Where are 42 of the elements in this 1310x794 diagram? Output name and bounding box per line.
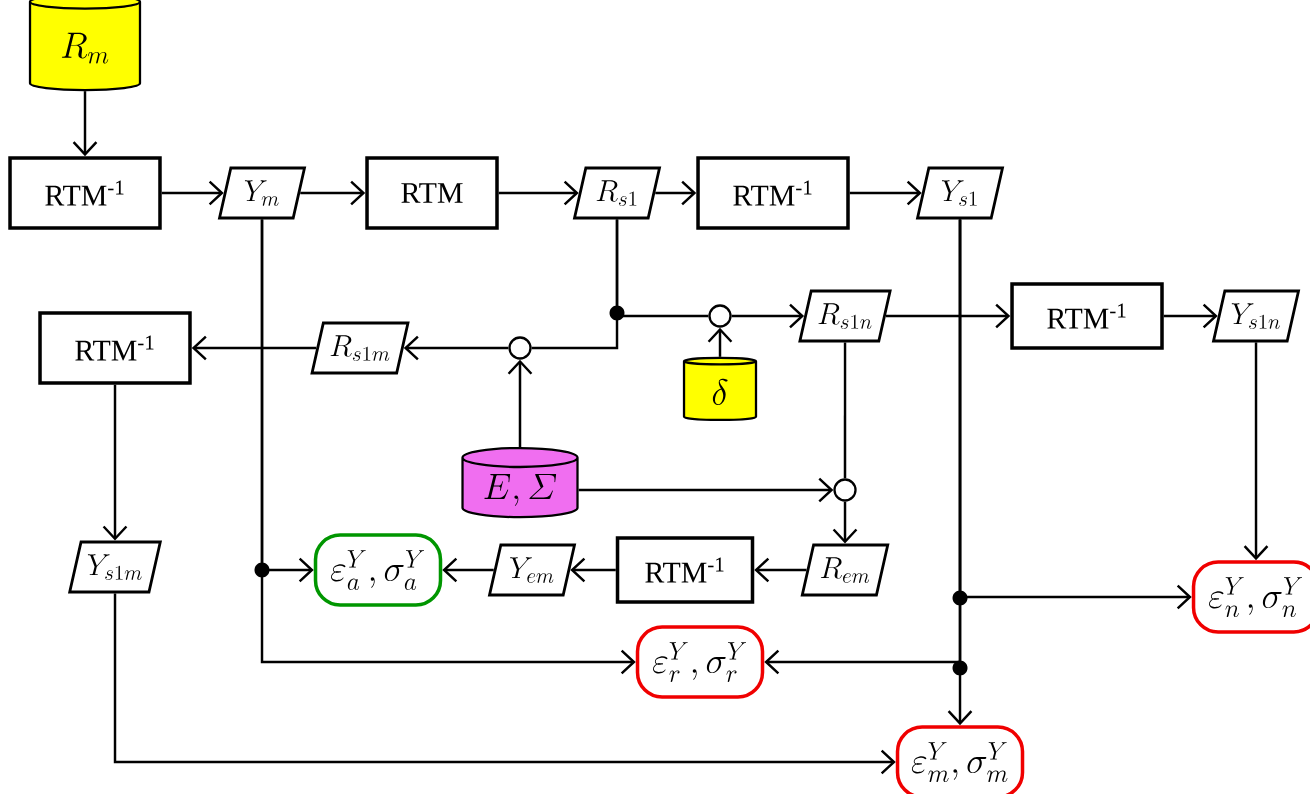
data-parallelogram: $R_{s1n}$ <box>798 289 892 343</box>
result-box: $\varepsilon_{a}^{Y},\sigma_{a}^{Y}$ <box>313 533 443 607</box>
arrow <box>507 359 533 447</box>
data-parallelogram: $R_{em}$ <box>800 543 890 597</box>
arrow <box>849 180 922 206</box>
arrow <box>442 557 494 583</box>
junction-circle <box>508 336 532 360</box>
arrow <box>570 557 616 583</box>
arrow <box>885 303 1011 329</box>
arrow <box>498 180 579 206</box>
result-box: $\varepsilon_{m}^{Y},\sigma_{m}^{Y}$ <box>895 725 1025 794</box>
arrow <box>655 180 697 206</box>
arrow <box>191 335 317 361</box>
arrow <box>403 335 509 361</box>
junction-circle <box>833 478 857 502</box>
arrow <box>754 557 807 583</box>
process-box: RTM$^{-1}$ <box>615 536 755 604</box>
junction-circle <box>708 304 732 328</box>
arrow <box>832 501 858 544</box>
process-box: RTM <box>365 156 499 230</box>
arrow <box>1243 342 1269 561</box>
database-cylinder: $R_{m}$ <box>28 0 142 92</box>
arrow <box>113 593 896 775</box>
arrow <box>161 180 224 206</box>
result-box: $\varepsilon_{n}^{Y},\sigma_{n}^{Y}$ <box>1191 560 1310 634</box>
process-box: RTM$^{-1}$ <box>696 156 850 230</box>
arrow <box>731 303 805 329</box>
arrow <box>102 384 128 541</box>
arrow <box>1163 303 1218 329</box>
arrow <box>947 219 973 726</box>
process-box: RTM$^{-1}$ <box>8 156 162 230</box>
process-box: RTM$^{-1}$ <box>1010 282 1164 350</box>
arrow <box>300 180 366 206</box>
arrow <box>707 327 733 357</box>
arrow <box>578 477 834 503</box>
database-cylinder: $E,\varSigma$ <box>461 446 579 519</box>
result-box: $\varepsilon_{r}^{Y},\sigma_{r}^{Y}$ <box>635 625 765 699</box>
database-cylinder: $\delta$ <box>682 356 758 422</box>
arrow <box>72 91 98 157</box>
process-box: RTM$^{-1}$ <box>38 311 192 385</box>
arrow <box>260 219 636 675</box>
data-parallelogram: $R_{s1m}$ <box>310 321 410 375</box>
